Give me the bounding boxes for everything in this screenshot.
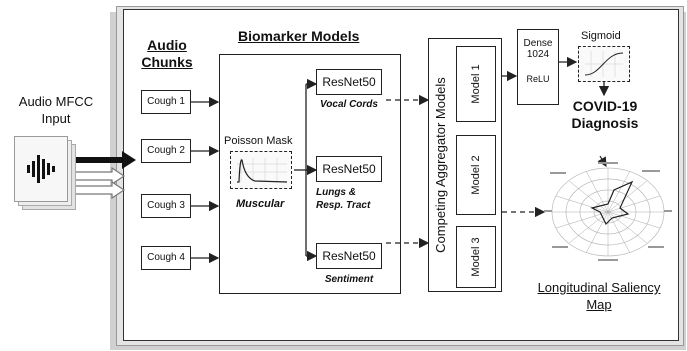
dense-layer-box: Dense 1024 ReLU [517,29,559,105]
dense-units: 1024 [526,49,550,60]
input-label-line1: Audio MFCC [18,94,94,109]
lungs-label-line2: Resp. Tract [316,200,371,211]
poisson-mask-label: Poisson Mask [224,135,293,147]
saliency-line1: Longitudinal Saliency [537,280,661,295]
relu-label: ReLU [526,74,550,84]
muscular-label: Muscular [236,198,285,210]
diagnosis-line2: Diagnosis [571,115,639,131]
aggregator-model-1-label: Model 1 [470,64,482,104]
input-label-line2: Input [41,111,71,126]
lungs-label-line1: Lungs & [316,187,356,198]
input-hollow-arrows [65,166,126,200]
lungs-label: Lungs & Resp. Tract [316,186,370,212]
audio-waveform-icon [14,136,68,202]
audio-chunks-heading-line2: Chunks [141,54,193,70]
cough-chunk-3: Cough 3 [141,194,191,218]
cough-chunk-2: Cough 2 [141,139,191,163]
aggregator-model-3-label: Model 3 [470,237,482,277]
audio-chunks-heading-line1: Audio [147,37,187,53]
aggregator-panel [428,38,502,292]
sentiment-label: Sentiment [324,274,374,285]
input-label: Audio MFCC Input [2,93,110,127]
aggregator-model-2-label: Model 2 [470,155,482,195]
saliency-radar-map [542,160,674,264]
poisson-mask-plot [230,151,292,189]
aggregator-model-1 [456,46,496,122]
resnet-lungs: ResNet50 [316,156,382,182]
vocal-cords-label: Vocal Cords [320,99,378,110]
biomarker-panel [219,54,401,294]
covid-diagnosis: COVID-19 Diagnosis [558,98,652,132]
aggregator-heading: Competing Aggregator Models [433,77,448,253]
sigmoid-plot [578,46,630,82]
cough-chunk-1: Cough 1 [141,90,191,114]
cough-chunk-4: Cough 4 [141,246,191,270]
saliency-line2: Map [586,297,612,312]
resnet-vocal-cords: ResNet50 [316,69,382,95]
resnet-sentiment: ResNet50 [316,243,382,269]
diagnosis-line1: COVID-19 [572,98,638,114]
aggregator-model-2 [456,135,496,215]
dense-label: Dense [523,38,553,49]
sigmoid-label: Sigmoid [581,30,621,42]
saliency-label: Longitudinal Saliency Map [526,279,672,313]
biomarker-heading: Biomarker Models [238,28,360,44]
audio-chunks-heading: Audio Chunks [140,37,194,71]
aggregator-model-3 [456,226,496,288]
